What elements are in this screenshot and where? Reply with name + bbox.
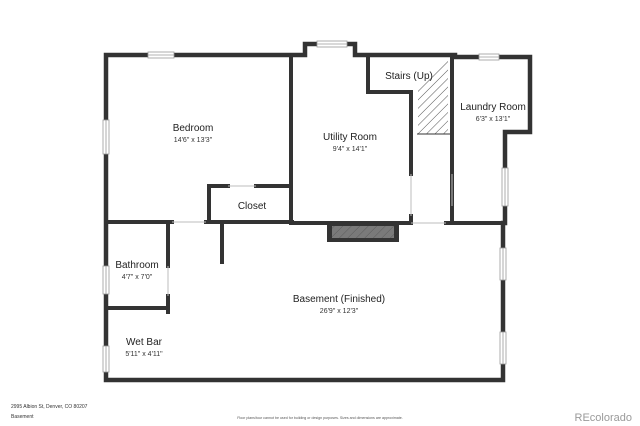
room-name: Laundry Room [460,102,526,113]
room-dimensions: 6'3" x 13'1" [476,116,511,123]
room-dimensions: 4'7" x 7'0" [122,274,153,281]
room-label-laundry: Laundry Room 6'3" x 13'1" [460,102,526,123]
room-dimensions: 9'4" x 14'1" [333,146,368,153]
room-dimensions: 5'11" x 4'11" [125,351,163,358]
room-label-stairs: Stairs (Up) [385,71,433,82]
room-name: Closet [238,201,267,212]
room-label-bedroom: Bedroom 14'6" x 13'3" [173,123,214,144]
stairs-hatch [417,59,450,135]
room-label-wetbar: Wet Bar 5'11" x 4'11" [125,337,163,358]
room-name: Stairs (Up) [385,71,433,82]
room-label-bathroom: Bathroom 4'7" x 7'0" [115,260,158,281]
door-openings [167,174,453,296]
room-dimensions: 14'6" x 13'3" [174,137,213,144]
room-name: Utility Room [323,132,377,143]
address-text: 2995 Albion St, Denver, CO 80207 [11,404,88,410]
floor-level-text: Basement [11,414,34,420]
room-name: Wet Bar [126,337,163,348]
brand-logo: REcolorado [575,412,632,424]
room-name: Bedroom [173,123,214,134]
room-label-basement: Basement (Finished) 26'9" x 12'3" [293,294,385,315]
room-name: Bathroom [115,260,158,271]
room-dimensions: 26'9" x 12'3" [320,308,359,315]
exterior-walls [103,41,533,383]
room-label-closet: Closet [238,201,267,212]
room-label-utility: Utility Room 9'4" x 14'1" [323,132,377,153]
room-name: Basement (Finished) [293,294,385,305]
windows [102,40,509,373]
fireplace [327,224,399,242]
disclaimer-text: Floor plans/tour cannot be used for buil… [237,416,403,420]
